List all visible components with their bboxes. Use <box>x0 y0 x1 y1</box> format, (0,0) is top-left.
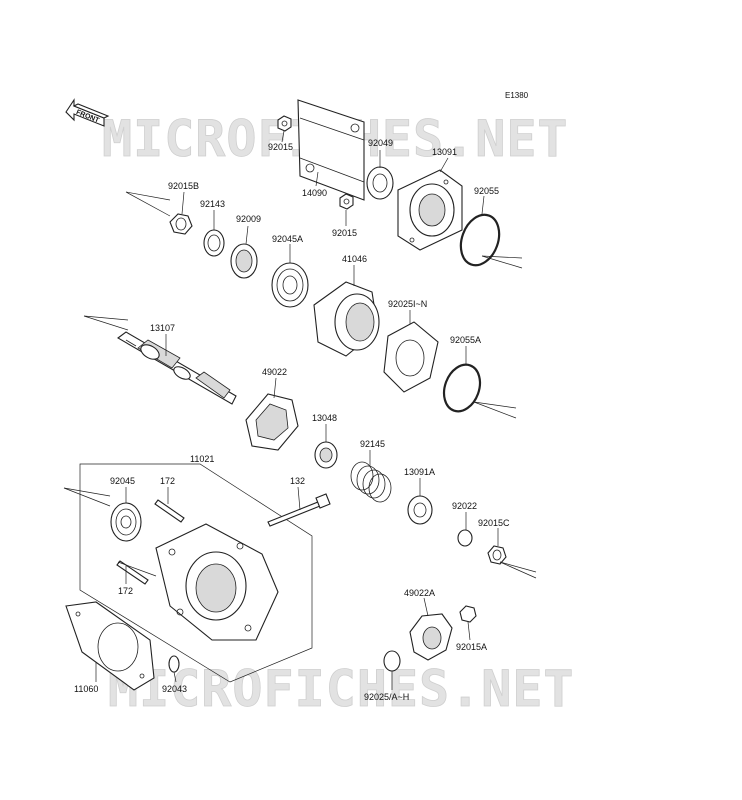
part-92045-bearing <box>110 502 142 542</box>
part-92009-spacer <box>230 243 258 279</box>
label-13091: 13091 <box>432 147 457 157</box>
part-172-stud-bottom <box>116 560 149 585</box>
part-49022-gear <box>245 393 299 451</box>
label-132: 132 <box>290 476 305 486</box>
part-92015C-nut <box>487 545 507 565</box>
part-13091-housing <box>397 169 463 251</box>
part-13048-sleeve <box>314 441 338 469</box>
part-labels: 92015 92049 13091 14090 92015 92015B 921… <box>74 138 510 702</box>
part-92049-seal <box>366 166 394 200</box>
label-172-top: 172 <box>160 476 175 486</box>
leader-lines <box>63 130 537 690</box>
part-92015-nut-top <box>277 115 292 132</box>
label-11021: 11021 <box>190 454 214 464</box>
label-13107: 13107 <box>150 323 175 333</box>
part-92025I-N-gasket <box>383 321 439 393</box>
label-92145: 92145 <box>360 439 385 449</box>
label-92022: 92022 <box>452 501 477 511</box>
part-41046-holder <box>313 281 380 357</box>
label-92015: 92015 <box>268 142 293 152</box>
label-13048: 13048 <box>312 413 337 423</box>
part-92015-nut-lower <box>339 193 354 210</box>
case-assembly-frame <box>79 463 313 683</box>
label-92049: 92049 <box>368 138 393 148</box>
label-92025I-N: 92025I~N <box>388 299 427 309</box>
part-92025-shim <box>383 650 401 672</box>
part-92055-o-ring <box>459 213 501 267</box>
label-92015B: 92015B <box>168 181 199 191</box>
part-13107-shaft <box>117 331 237 405</box>
label-11060: 11060 <box>74 684 98 694</box>
label-92045A: 92045A <box>272 234 303 244</box>
part-13091A-bush <box>407 495 433 525</box>
label-92015A: 92015A <box>456 642 487 652</box>
part-11060-gasket <box>65 601 155 691</box>
label-41046: 41046 <box>342 254 367 264</box>
diagram-code: E1380 <box>505 91 529 100</box>
label-14090: 14090 <box>302 188 327 198</box>
part-92145-spring <box>350 461 392 503</box>
part-92022-washer <box>457 529 473 547</box>
part-49022A-gear <box>409 613 453 661</box>
label-92009: 92009 <box>236 214 261 224</box>
label-92143: 92143 <box>200 199 225 209</box>
label-92025-A-H: 92025/A~H <box>364 692 409 702</box>
part-92015B-nut <box>169 213 193 235</box>
part-172-stud-top <box>154 499 185 523</box>
part-92043-pin <box>168 655 180 673</box>
part-92055A-o-ring <box>442 363 482 413</box>
front-arrow-icon: FRONT <box>65 98 110 127</box>
label-49022: 49022 <box>262 367 287 377</box>
label-13091A: 13091A <box>404 467 435 477</box>
label-92055: 92055 <box>474 186 499 196</box>
part-92143-collar <box>203 229 225 257</box>
part-92015A-nut <box>459 605 477 623</box>
label-49022A: 49022A <box>404 588 435 598</box>
part-14090-bracket <box>297 99 365 201</box>
label-92055A: 92055A <box>450 335 481 345</box>
label-92015C: 92015C <box>478 518 510 528</box>
label-92015-lower: 92015 <box>332 228 357 238</box>
part-92045A-bearing <box>271 262 309 308</box>
part-132-bolt <box>267 493 331 527</box>
watermark-bottom: MICROFICHES.NET <box>108 660 575 718</box>
label-92043: 92043 <box>162 684 187 694</box>
label-92045: 92045 <box>110 476 135 486</box>
label-172-bottom: 172 <box>118 586 133 596</box>
part-11021-case <box>155 523 279 641</box>
